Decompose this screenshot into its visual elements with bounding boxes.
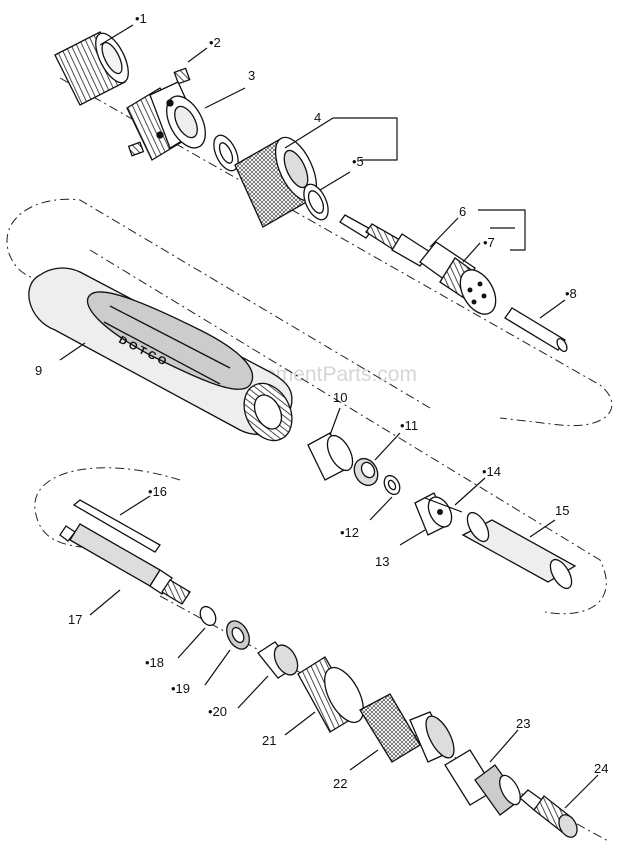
washer-ring — [213, 134, 239, 172]
callout-23: 23 — [516, 716, 530, 731]
callout-leaders — [59, 24, 599, 809]
callout-1: •1 — [135, 11, 147, 26]
callout-11: •11 — [400, 418, 418, 433]
part-9-handle: DOTCO — [28, 267, 293, 442]
callout-3: 3 — [248, 68, 255, 83]
part-21-threaded-adapter — [297, 656, 364, 733]
callout-15: 15 — [555, 503, 569, 518]
part-23-collet-holder — [444, 749, 521, 816]
callout-7: •7 — [483, 235, 495, 250]
callout-5: •5 — [352, 154, 364, 169]
part-3-collar — [126, 81, 206, 161]
part-24-collet — [519, 789, 578, 838]
part-12-washer — [383, 474, 401, 496]
part-11-bearing — [353, 457, 379, 487]
part-5-o-ring — [303, 183, 329, 221]
part-13-cam — [414, 492, 453, 536]
part-18-spacer — [199, 605, 217, 627]
part-1-threaded-nut — [54, 31, 129, 106]
callout-6: 6 — [459, 204, 466, 219]
callout-2: •2 — [209, 35, 221, 50]
part-16-key-strip — [72, 499, 161, 553]
part-2-set-screws — [127, 67, 191, 157]
part-14-pin — [424, 497, 463, 513]
callout-18: •18 — [145, 655, 164, 670]
part-20-bearing — [257, 641, 299, 679]
callout-4: 4 — [314, 110, 321, 125]
part-22-collet-nut — [359, 693, 455, 763]
callout-17: 17 — [68, 612, 82, 627]
assembly-axis-lower — [34, 249, 611, 843]
callout-13: 13 — [375, 554, 389, 569]
callout-labels: •1 •2 3 4 •5 6 •7 •8 9 10 •11 •12 •14 13… — [35, 11, 608, 791]
callout-22: 22 — [333, 776, 347, 791]
callout-12: •12 — [340, 525, 359, 540]
part-10-clutch — [307, 432, 354, 481]
part-4-knurled-housing — [234, 136, 318, 228]
callout-10: 10 — [333, 390, 347, 405]
callout-8: •8 — [565, 286, 577, 301]
part-8-pin — [504, 307, 568, 353]
callout-9: 9 — [35, 363, 42, 378]
callout-21: 21 — [262, 733, 276, 748]
part-17-spindle — [59, 523, 191, 605]
callout-19: •19 — [171, 681, 190, 696]
part-19-seal — [226, 620, 250, 650]
callout-24: 24 — [594, 761, 608, 776]
part-7-bearing-head — [459, 269, 497, 315]
callout-20: •20 — [208, 704, 227, 719]
callout-14: •14 — [482, 464, 501, 479]
part-15-sleeve — [461, 511, 577, 590]
callout-16: •16 — [148, 484, 167, 499]
